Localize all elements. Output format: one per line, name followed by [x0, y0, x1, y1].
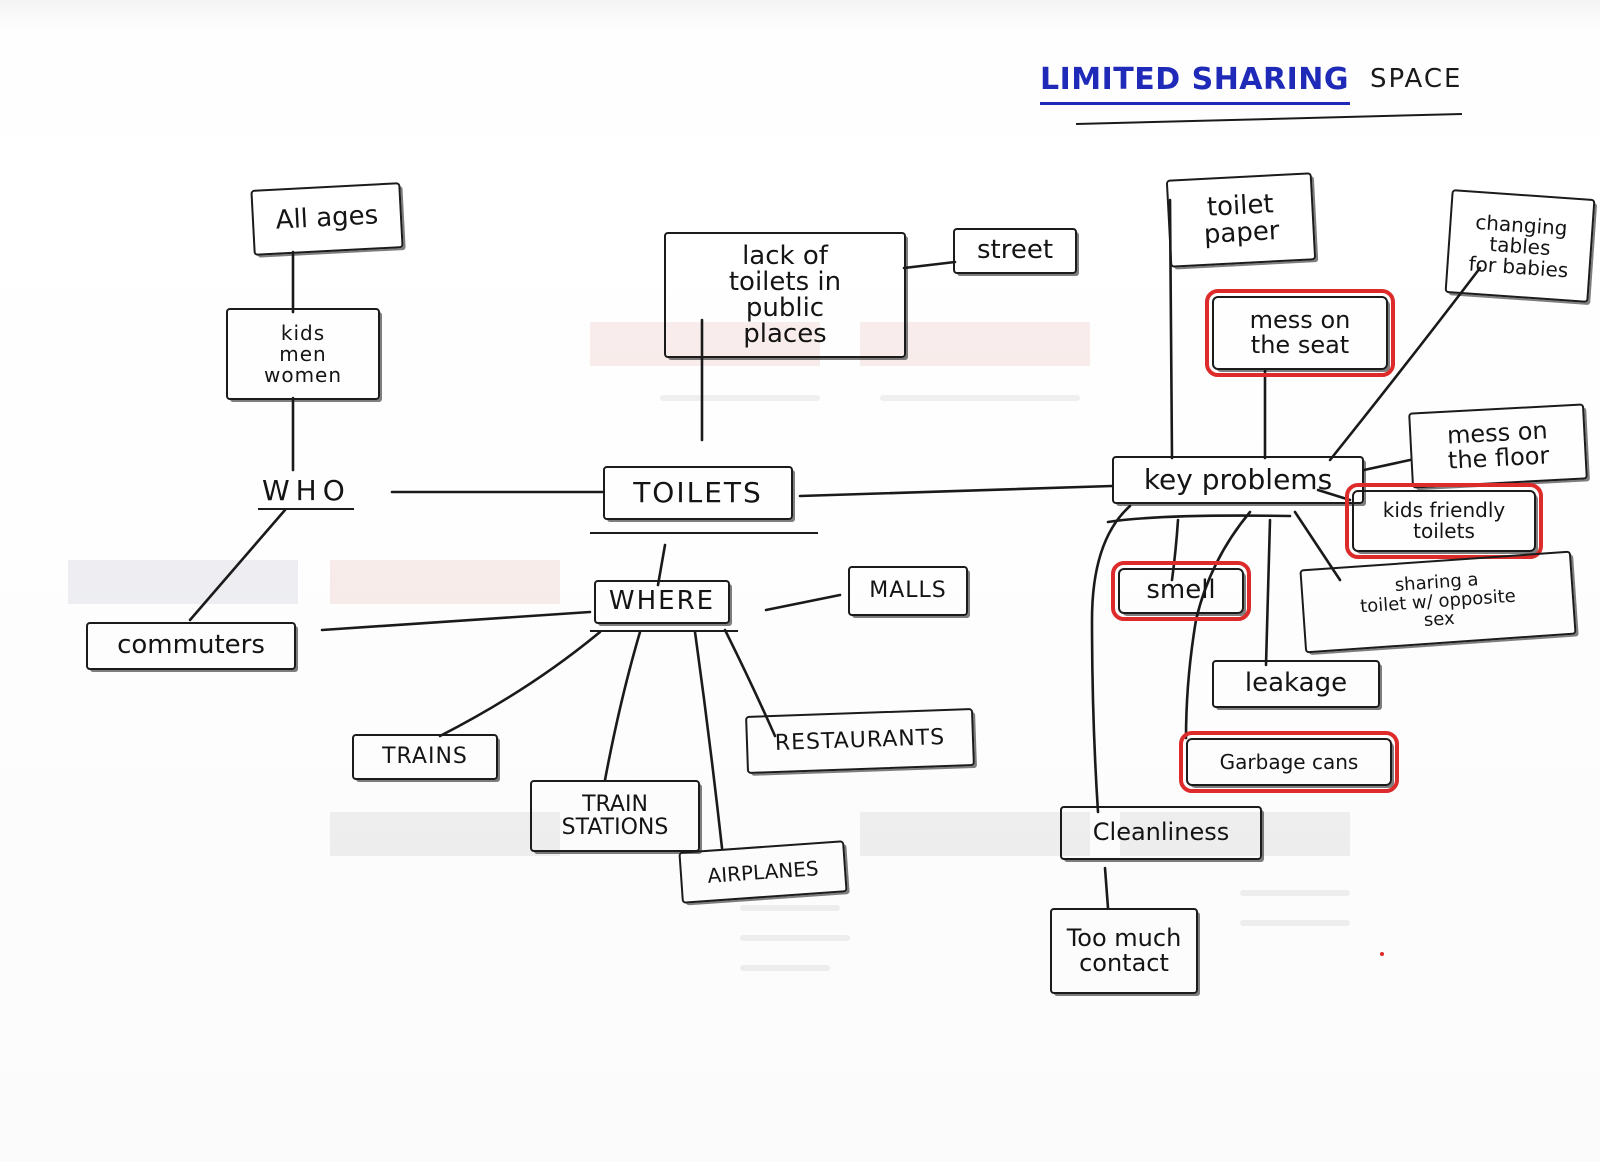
ghost-line [740, 905, 840, 911]
hub-toilets: TOILETS [603, 466, 793, 520]
node-restaurants: RESTAURANTS [745, 708, 975, 774]
edge-kp-sharing [1293, 510, 1342, 582]
node-lack-of-toilets: lack of toilets in public places [664, 232, 906, 358]
edge-kp-garbage [1184, 510, 1252, 740]
ghost-band [860, 322, 1090, 366]
ghost-band [590, 322, 820, 366]
node-street: street [953, 228, 1077, 274]
edge-kp-changingtables [1328, 266, 1482, 462]
node-toilet-paper: toilet paper [1165, 172, 1317, 268]
hub-where: WHERE [594, 580, 730, 624]
edge-where-trains [438, 630, 602, 738]
edge-where-malls [764, 593, 842, 612]
node-changing-tables: changing tables for babies [1444, 189, 1596, 303]
where-underline [590, 630, 738, 632]
node-garbage-cans: Garbage cans [1179, 731, 1399, 793]
ghost-line [880, 395, 1080, 401]
ghost-band [1120, 812, 1350, 856]
hub-who: WHO [262, 474, 351, 507]
edge-toilets-where [656, 543, 667, 587]
who-underline [258, 508, 354, 510]
edge-where-trainstations [603, 630, 642, 782]
ghost-band [330, 560, 560, 604]
ghost-line [740, 935, 850, 941]
edge-commuters-where [320, 610, 592, 632]
node-leakage: leakage [1212, 660, 1380, 708]
ghost-band [330, 812, 560, 856]
ghost-line [1240, 890, 1350, 896]
edge-kp-cleanliness [1090, 504, 1132, 814]
ghost-band [860, 812, 1090, 856]
node-mess-on-seat: mess on the seat [1205, 289, 1395, 377]
node-all-ages: All ages [250, 182, 404, 256]
node-kids-men-women: kids men women [226, 308, 380, 400]
edge-kp-kidsfriendly [1316, 488, 1352, 502]
page-subtitle: SPACE [1370, 64, 1463, 94]
hub-key-problems: key problems [1112, 456, 1364, 504]
ghost-line [1240, 920, 1350, 926]
ghost-band [68, 560, 298, 604]
node-trains: TRAINS [352, 734, 498, 780]
node-malls: MALLS [848, 566, 968, 616]
edge-kp-smell [1170, 518, 1180, 582]
node-train-stations: TRAIN STATIONS [530, 780, 700, 852]
edge-who-commuters [188, 508, 287, 622]
edge-where-restaurants [723, 628, 777, 738]
edge-where-airplanes [693, 630, 724, 850]
node-mess-on-floor: mess on the floor [1408, 403, 1588, 489]
node-too-much-contact: Too much contact [1050, 908, 1198, 994]
edge-lack-street [902, 260, 957, 270]
ink-dot [1380, 952, 1384, 956]
ghost-line [660, 395, 820, 401]
node-kids-friendly-toilets: kids friendly toilets [1345, 483, 1543, 559]
edge-cleanliness-contact [1103, 866, 1110, 910]
node-commuters: commuters [86, 622, 296, 670]
edge-kp-underline [1106, 514, 1292, 524]
edge-kp-toiletpaper [1168, 198, 1174, 460]
title-underline [1040, 102, 1350, 105]
node-cleanliness: Cleanliness [1060, 806, 1262, 860]
edge-toilets-keyproblems [798, 484, 1114, 498]
page-title: LIMITED SHARING [1040, 62, 1350, 97]
toilets-underline [590, 532, 818, 534]
edge-kp-leakage [1264, 518, 1272, 667]
ghost-line [740, 965, 830, 971]
edge-kp-messfloor [1362, 458, 1412, 472]
node-smell: smell [1111, 561, 1251, 621]
